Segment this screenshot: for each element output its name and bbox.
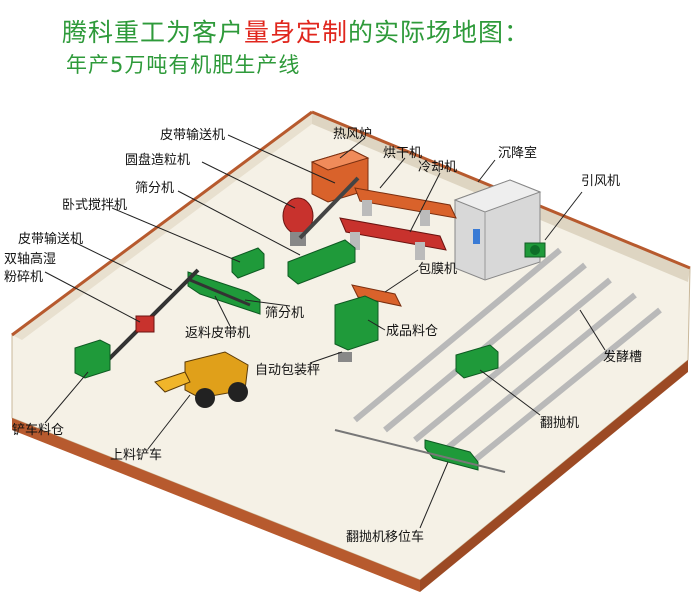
label-auto-packing-scale: 自动包装秤 — [255, 363, 321, 378]
leader-lines — [44, 134, 606, 529]
label-loader: 上料铲车 — [110, 448, 163, 463]
label-crusher-line-2: 粉碎机 — [4, 270, 44, 285]
label-horizontal-mixer: 卧式搅拌机 — [62, 198, 128, 213]
turner-shift-car-shape — [334, 429, 506, 473]
turner-shape — [455, 344, 499, 379]
page-subtitle: 年产5万吨有机肥生产线 — [66, 53, 301, 77]
label-hot-air-stove: 热风炉 — [333, 127, 373, 142]
label-belt-conveyor-left: 皮带输送机 — [18, 232, 84, 247]
label-screener-bottom: 筛分机 — [265, 306, 305, 321]
label-disc-granulator: 圆盘造粒机 — [125, 153, 191, 168]
label-screener-top: 筛分机 — [135, 181, 175, 196]
label-belt-conveyor-top: 皮带输送机 — [160, 128, 226, 143]
label-turner: 翻抛机 — [540, 416, 580, 431]
label-settling-chamber: 沉降室 — [498, 146, 538, 161]
belt-conveyor-top-shape — [298, 176, 360, 240]
label-product-bin: 成品料仓 — [386, 324, 439, 339]
horizontal-mixer-shape — [231, 247, 265, 279]
floor-edge-left — [12, 418, 420, 592]
label-fermentation-tank: 发酵槽 — [603, 350, 643, 365]
induced-fan-shape — [524, 242, 546, 258]
loader-shape — [154, 351, 249, 408]
label-coating-machine: 包膜机 — [418, 262, 458, 277]
hot-air-stove-shape — [310, 149, 370, 203]
wall-top-edge-left — [11, 110, 313, 337]
dryer-drum-shape — [354, 187, 457, 226]
loader-bin-shape — [74, 339, 111, 379]
screener-top-shape — [287, 239, 356, 285]
cooler-drum-shape — [339, 217, 447, 260]
fermentation-troughs — [353, 247, 662, 463]
title-part-2: 的实际场地图： — [348, 18, 531, 47]
product-bin-shape — [334, 295, 379, 362]
settling-chamber-shape — [453, 179, 542, 281]
label-dryer: 烘干机 — [383, 146, 423, 161]
title-highlight: 量身定制 — [244, 18, 349, 47]
belt-conveyor-left-shape — [106, 268, 200, 362]
label-cooler: 冷却机 — [418, 160, 458, 175]
label-crusher-line-1: 双轴高湿 — [4, 252, 57, 267]
label-turner-shift-car: 翻抛机移位车 — [346, 530, 425, 545]
title-part-1: 腾科重工为客户 — [62, 18, 245, 47]
crusher-shape — [135, 315, 155, 333]
coating-machine-shape — [351, 284, 402, 307]
label-return-belt: 返料皮带机 — [185, 326, 251, 341]
label-induced-fan: 引风机 — [581, 174, 621, 189]
floor-edge-right — [420, 360, 688, 592]
page-title: 腾科重工为客户量身定制的实际场地图： — [62, 18, 530, 48]
label-loader-bin: 铲车料仓 — [12, 423, 65, 438]
return-belt-shape — [189, 278, 251, 307]
